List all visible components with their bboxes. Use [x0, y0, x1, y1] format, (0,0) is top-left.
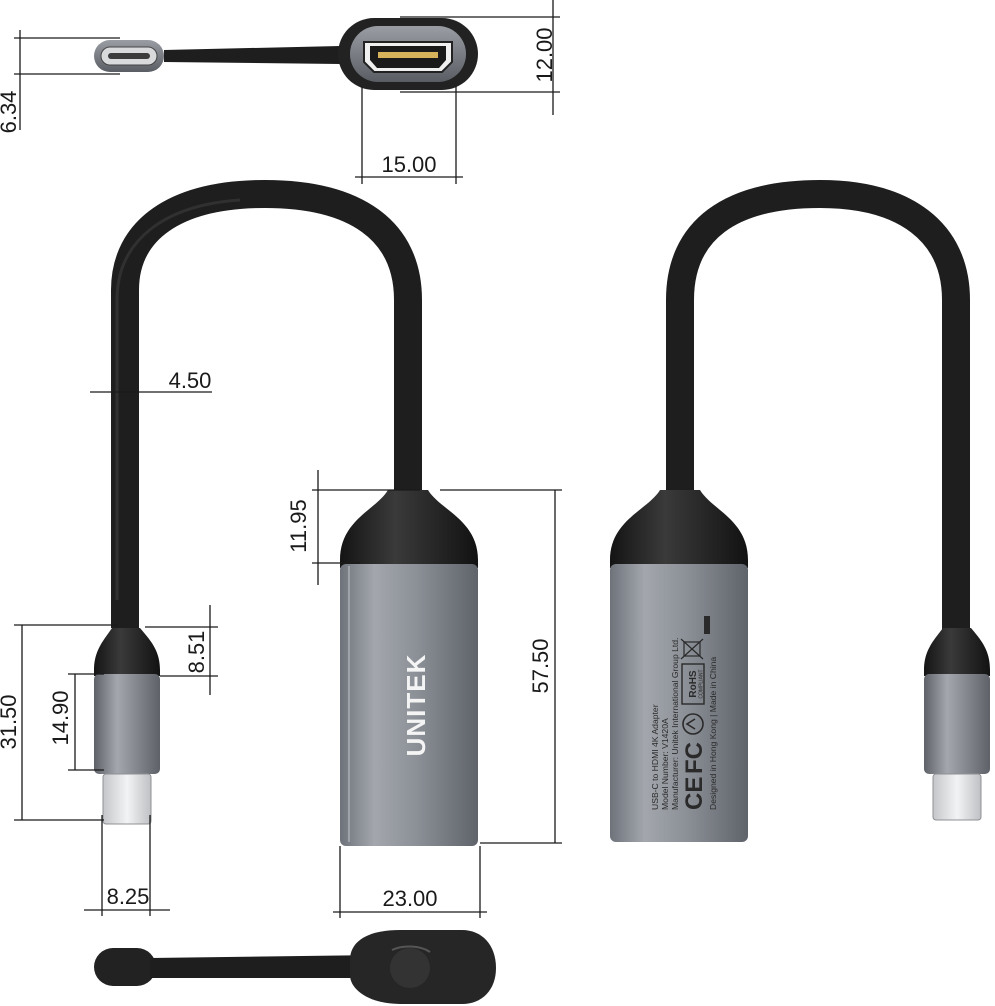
label-line-1: USB-C to HDMI 4K Adapter — [650, 704, 660, 810]
dim-12-00: 12.00 — [532, 27, 557, 82]
back-view: USB-C to HDMI 4K Adapter Model Number: V… — [610, 179, 990, 842]
usbc-plug-tip — [102, 773, 152, 825]
cert-circle-icon — [682, 713, 704, 735]
dim-15-00: 15.00 — [381, 152, 436, 177]
hdmi-housing-body — [340, 564, 478, 846]
rohs-mark: RoHS — [688, 670, 699, 698]
rohs-box — [681, 663, 705, 705]
dim-8-25: 8.25 — [107, 884, 150, 909]
top-view: 12.00 6.34 15.00 — [0, 0, 560, 184]
rohs-compliant: COMPLIANT — [699, 669, 705, 698]
usbc-housing — [94, 674, 160, 774]
back-usbc-housing — [924, 674, 990, 774]
dim-8-51: 8.51 — [184, 631, 209, 674]
weee-bar — [704, 616, 710, 634]
front-view: UNITEK 4.50 11.95 57.50 8.51 31.50 14.9 — [0, 179, 562, 918]
back-usbc-strain-relief — [924, 628, 990, 676]
side-cable — [150, 955, 380, 978]
dim-31-50: 31.50 — [0, 694, 21, 749]
usbc-strain-relief — [94, 628, 160, 676]
dim-23-00: 23.00 — [382, 886, 437, 911]
dim-14-90: 14.90 — [48, 690, 73, 745]
weee-bin-icon — [680, 638, 704, 660]
dim-6-34: 6.34 — [0, 91, 21, 134]
back-housing-top — [610, 490, 748, 568]
unitek-logo: UNITEK — [401, 654, 431, 757]
label-line-4: Designed in Hong Kong | Made in China — [708, 657, 718, 810]
fc-mark: FC — [681, 742, 708, 774]
dim-4-50: 4.50 — [169, 368, 212, 393]
top-cable — [164, 46, 340, 64]
side-view — [94, 930, 496, 1004]
back-cable — [666, 179, 970, 630]
dim-11-95: 11.95 — [286, 499, 311, 552]
back-usbc-plug-tip — [932, 773, 982, 821]
dim-57-50: 57.50 — [528, 638, 553, 693]
label-line-3: Manufacturer: Unitek International Group… — [670, 638, 680, 810]
front-cable — [111, 179, 422, 628]
back-housing-body — [610, 564, 748, 842]
label-line-2: Model Number: V1420A — [660, 718, 670, 810]
hdmi-housing-top — [340, 490, 478, 568]
side-usbc-plug — [94, 948, 156, 986]
ce-mark: CE — [681, 777, 708, 810]
